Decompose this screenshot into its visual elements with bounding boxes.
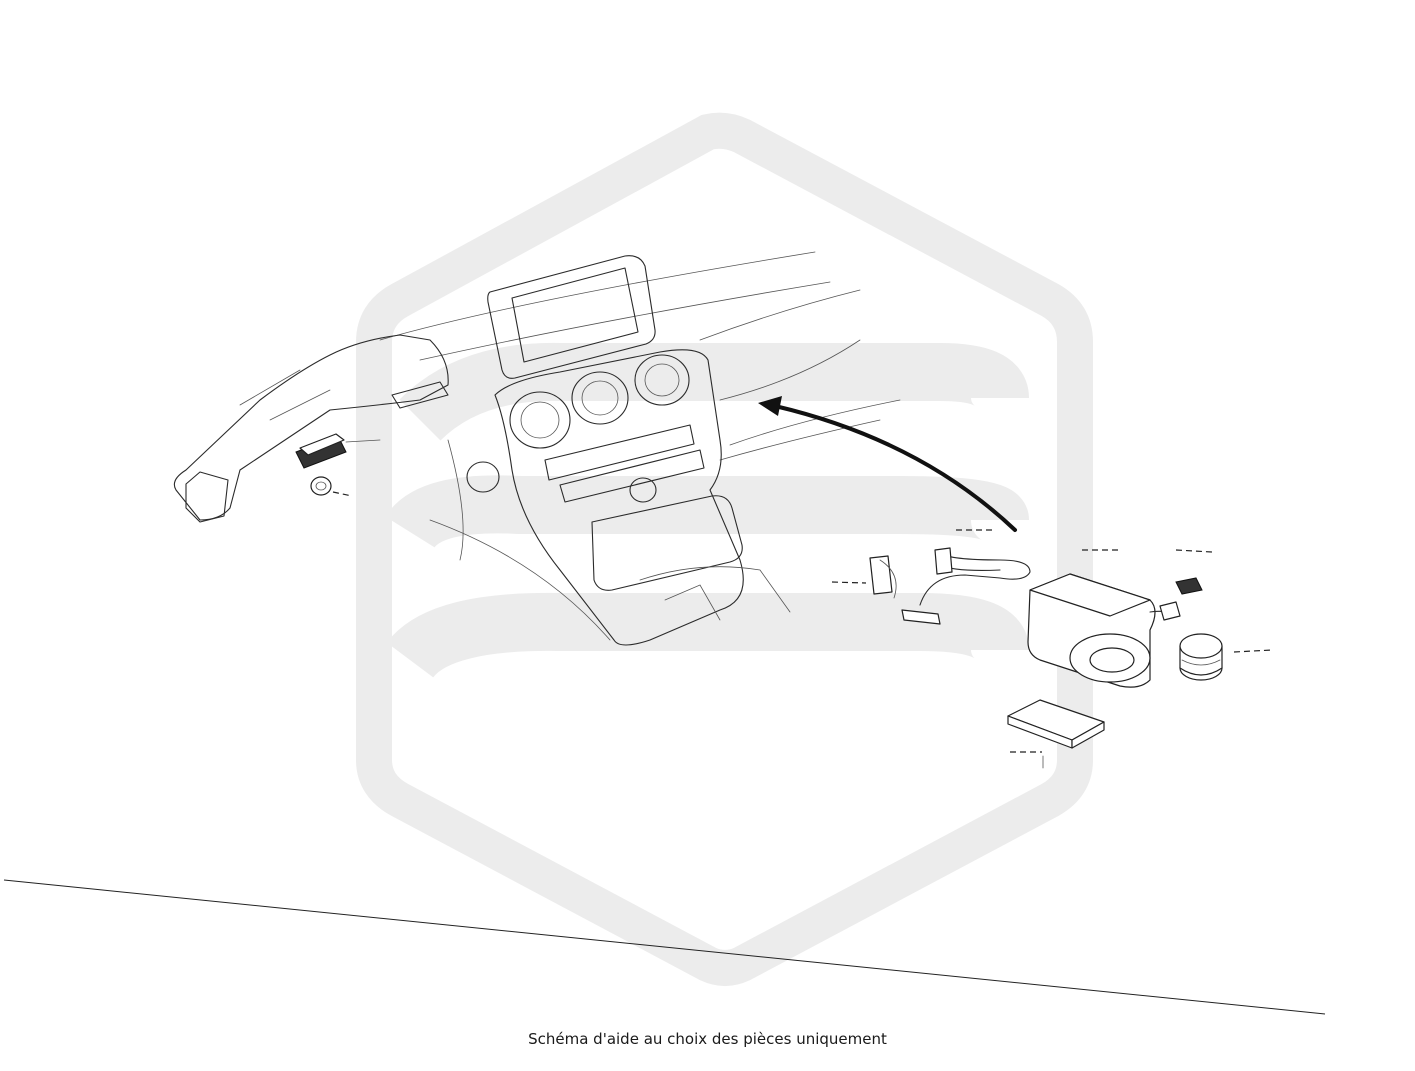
charging-pad-part	[1007, 699, 1105, 769]
diagram-caption: Schéma d'aide au choix des pièces unique…	[528, 1030, 887, 1048]
cable-harness-part	[831, 529, 1031, 625]
connector-part	[1159, 549, 1213, 621]
baseline-line	[3, 879, 1326, 1015]
install-location-arrow	[758, 396, 1017, 532]
control-module-part	[295, 433, 381, 497]
watermark-logo	[356, 112, 1093, 986]
cylinder-part	[1179, 633, 1273, 681]
dashboard-outline	[173, 251, 901, 646]
wireless-charger-part	[1027, 549, 1173, 688]
